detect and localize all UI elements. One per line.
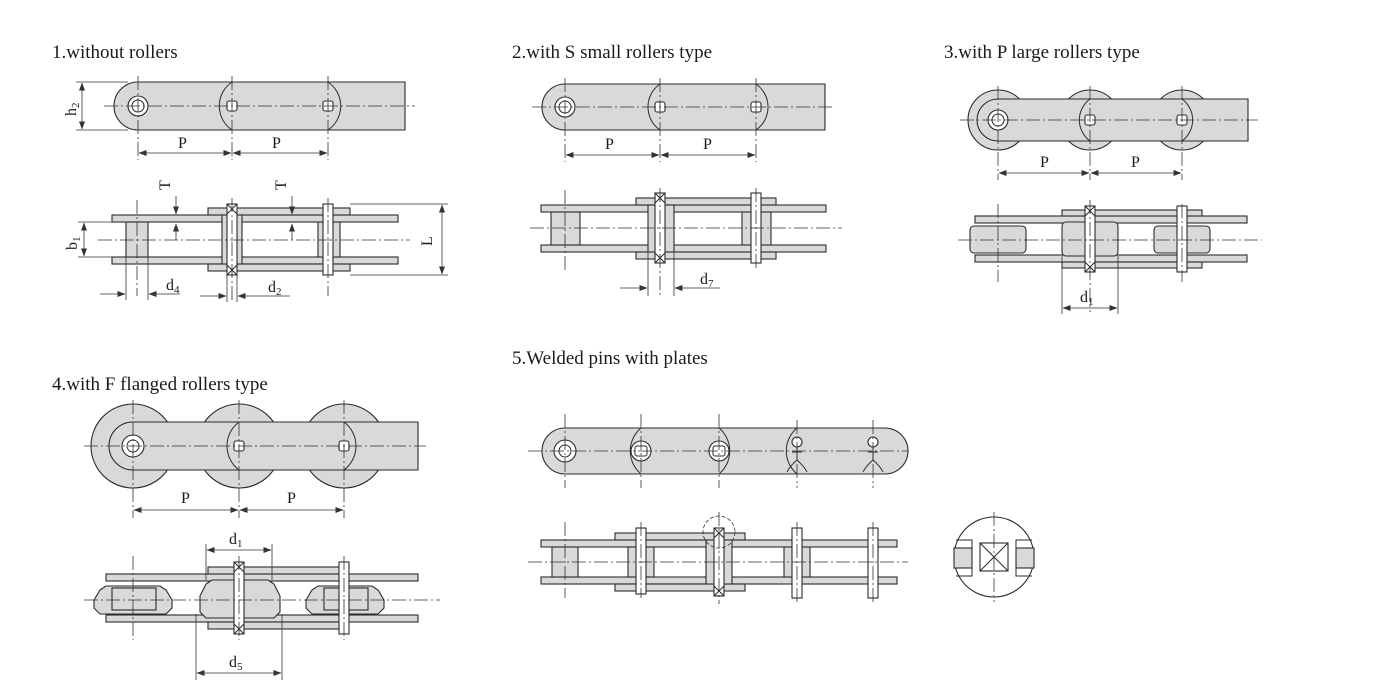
dim-pitch-label: P bbox=[1040, 154, 1049, 171]
weld-detail-view bbox=[953, 512, 1035, 602]
dim-pitch-label: P bbox=[181, 490, 190, 507]
chain-top-view-3: d1 bbox=[958, 200, 1262, 314]
dim-length-label: L bbox=[419, 236, 436, 246]
section-title-large-rollers: 3.with P large rollers type bbox=[944, 42, 1140, 63]
section-title-small-rollers: 2.with S small rollers type bbox=[512, 42, 712, 63]
chain-side-view-4: P P bbox=[84, 400, 426, 518]
dim-pitch-label: P bbox=[178, 135, 187, 152]
section-title-without-rollers: 1.without rollers bbox=[52, 42, 178, 63]
dim-b1-label: b1 bbox=[64, 237, 83, 251]
chain-top-view-4: d1 d5 bbox=[84, 531, 440, 680]
dim-thickness-label: T bbox=[273, 180, 290, 190]
chain-top-view-1: b1 T T L d4 d2 bbox=[64, 180, 448, 302]
dim-d5-label: d5 bbox=[229, 654, 243, 673]
dim-thickness-label: T bbox=[157, 180, 174, 190]
dim-pitch-label: P bbox=[1131, 154, 1140, 171]
chain-side-view-2: P P bbox=[532, 78, 835, 162]
dim-h2-label: h2 bbox=[63, 103, 82, 117]
chain-side-view-5 bbox=[528, 414, 909, 488]
dim-pitch-label: P bbox=[287, 490, 296, 507]
dim-d4-label: d4 bbox=[166, 277, 180, 296]
dim-pitch-label: P bbox=[703, 136, 712, 153]
section-title-flanged-rollers: 4.with F flanged rollers type bbox=[52, 374, 268, 395]
chain-top-view-5 bbox=[528, 512, 908, 604]
chain-side-view-3: P P bbox=[960, 86, 1258, 180]
chain-side-view-1: h2 P P bbox=[63, 76, 415, 160]
chain-top-view-2: d7 bbox=[530, 188, 842, 296]
section-title-welded-pins: 5.Welded pins with plates bbox=[512, 348, 708, 369]
dim-d1-label: d1 bbox=[1080, 289, 1094, 308]
dim-pitch-label: P bbox=[605, 136, 614, 153]
dim-d7-label: d7 bbox=[700, 271, 714, 290]
dim-pitch-label: P bbox=[272, 135, 281, 152]
dim-d2-label: d2 bbox=[268, 279, 282, 298]
dim-d1-label: d1 bbox=[229, 531, 243, 550]
